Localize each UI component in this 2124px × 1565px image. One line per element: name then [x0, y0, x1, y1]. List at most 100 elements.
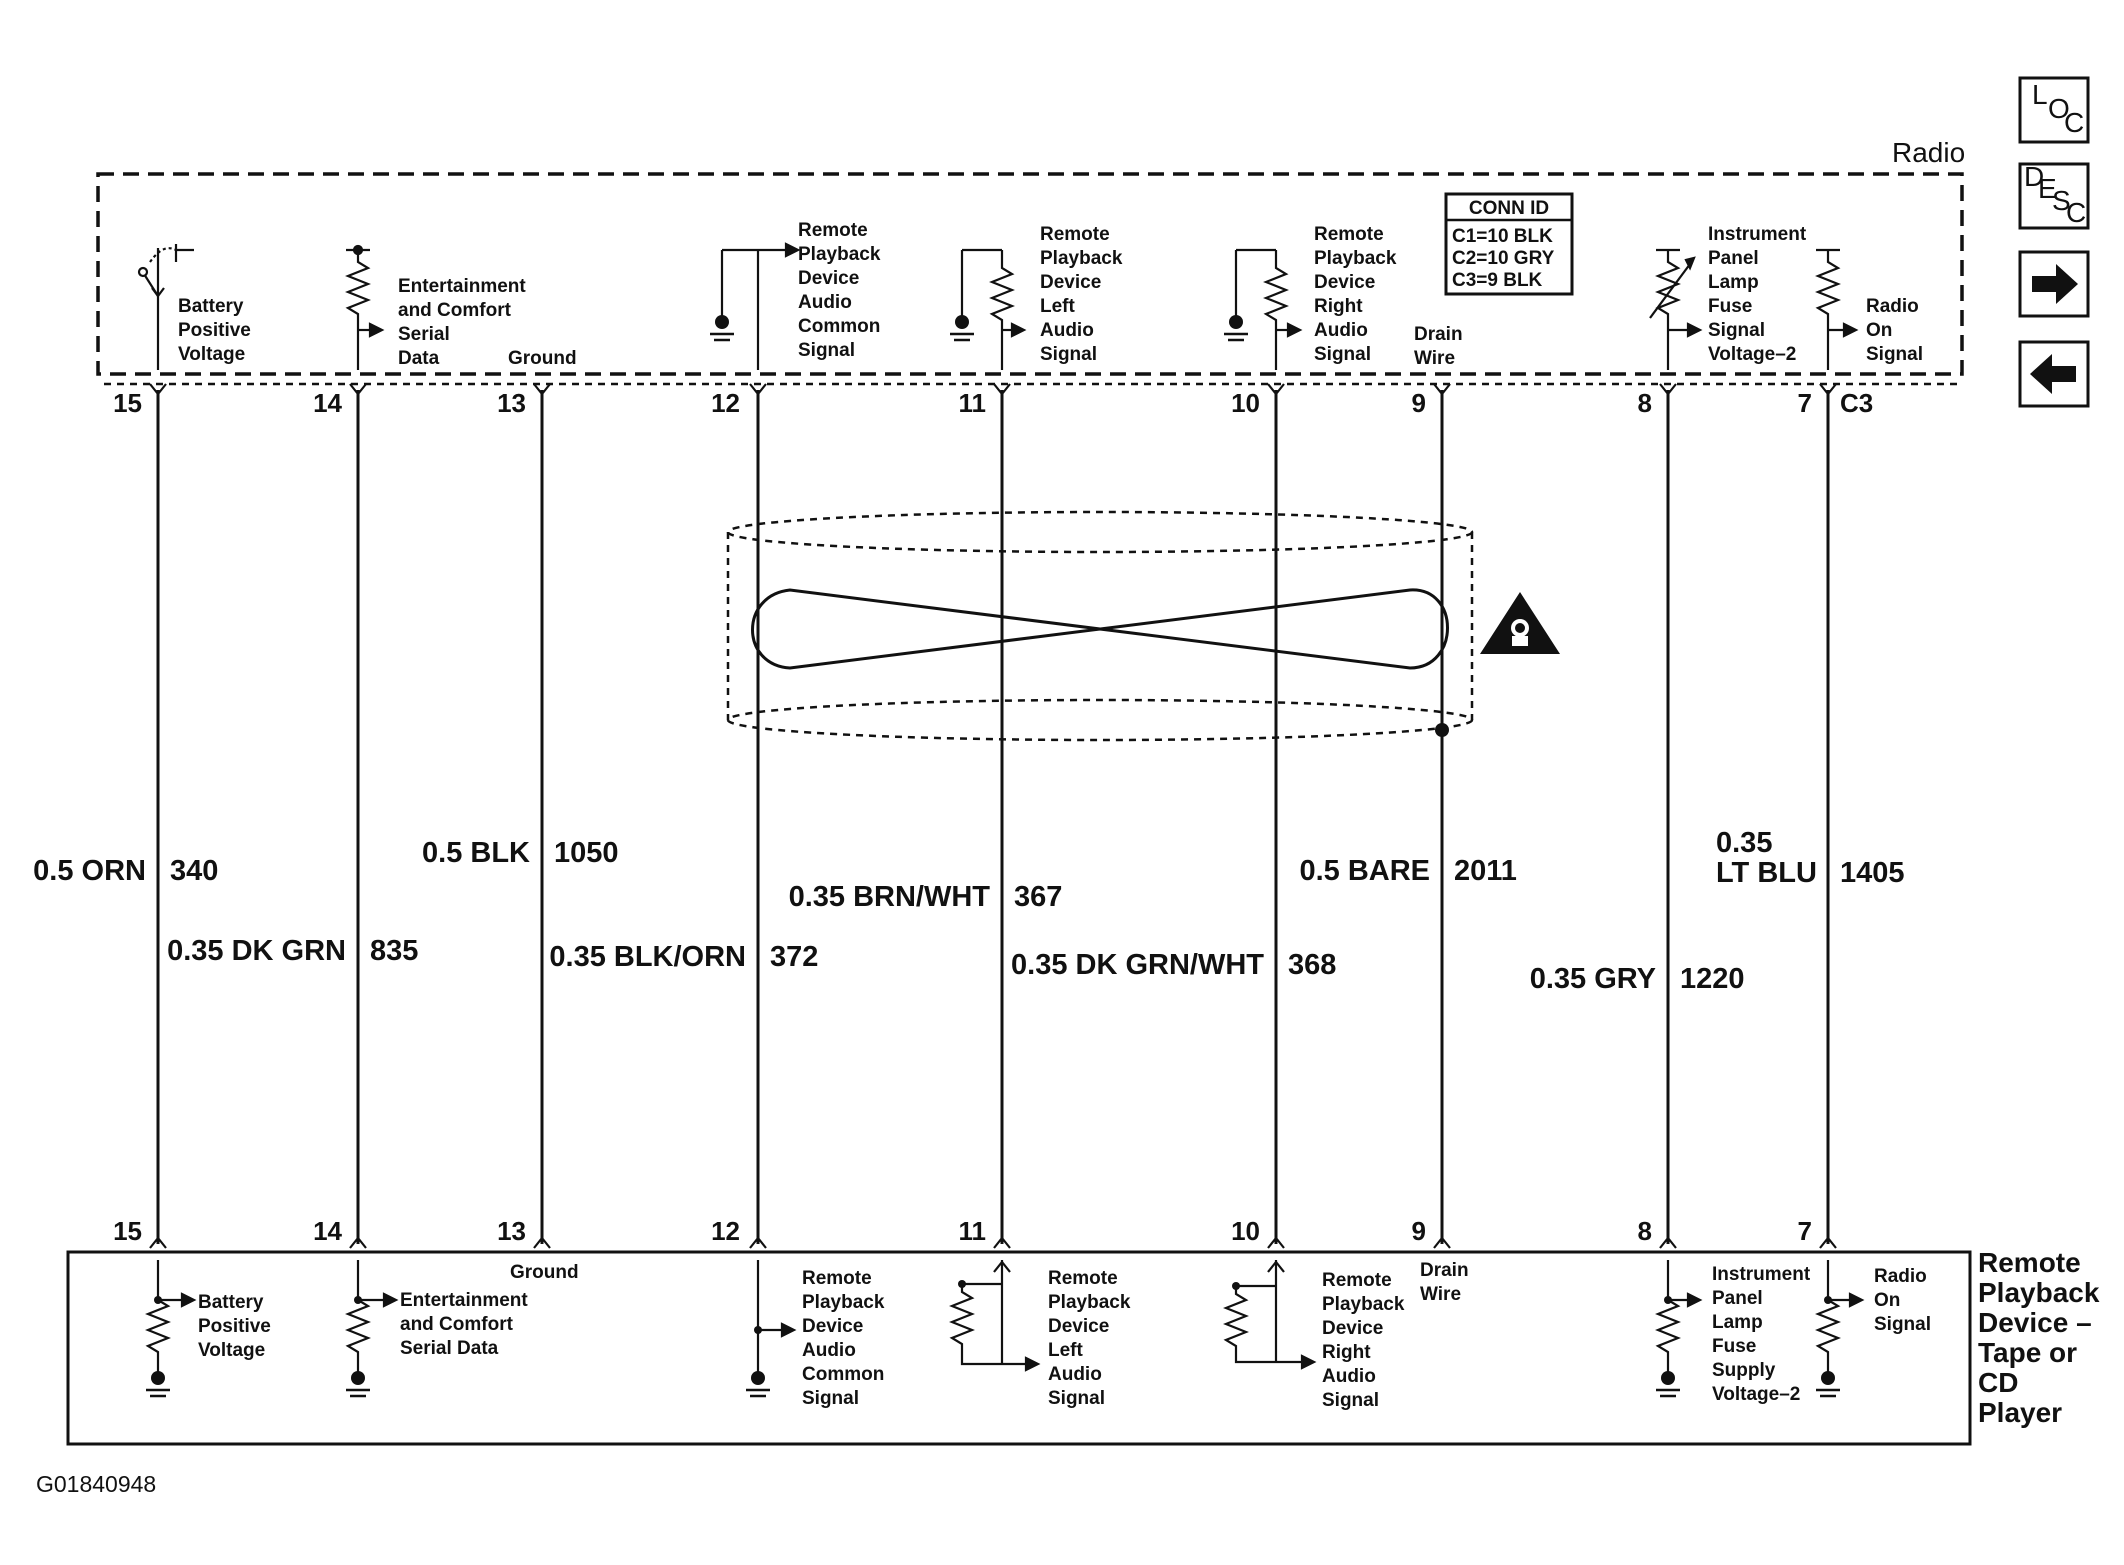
svg-text:Device: Device: [1314, 272, 1375, 293]
svg-text:Data: Data: [398, 348, 440, 369]
svg-text:Radio: Radio: [1866, 296, 1919, 317]
ground-icon: [746, 1371, 770, 1398]
wire-color: 0.5 BARE: [1299, 855, 1430, 887]
svg-text:Playback: Playback: [802, 1292, 885, 1313]
svg-text:13: 13: [497, 388, 526, 418]
svg-text:On: On: [1874, 1290, 1900, 1311]
wire-circuit: 367: [1014, 881, 1062, 913]
radio-label-right-audio: Remote Playback Device Right Audio Signa…: [1314, 224, 1397, 365]
shielded-twisted-pair: [726, 510, 1474, 742]
figure-id: G01840948: [36, 1471, 156, 1497]
player-label-drain: Drain Wire: [1420, 1260, 1469, 1305]
svg-text:Audio: Audio: [1040, 320, 1094, 341]
radio-label-radio-on: Radio On Signal: [1866, 296, 1923, 365]
svg-text:CONN ID: CONN ID: [1469, 198, 1549, 219]
wire-circuit: 368: [1288, 949, 1336, 981]
svg-text:8: 8: [1638, 1216, 1652, 1246]
svg-text:Voltage: Voltage: [178, 344, 245, 365]
ground-icon: [1816, 1371, 1840, 1398]
wire-circuit: 1050: [554, 837, 619, 869]
svg-text:and Comfort: and Comfort: [400, 1314, 514, 1335]
desc-button[interactable]: D E S C: [2018, 161, 2090, 230]
svg-text:Entertainment: Entertainment: [398, 276, 526, 297]
svg-text:On: On: [1866, 320, 1892, 341]
svg-text:13: 13: [497, 1216, 526, 1246]
wire-circuit: 1405: [1840, 857, 1905, 889]
svg-text:C3=9 BLK: C3=9 BLK: [1452, 270, 1543, 291]
arrow-right-icon: [2032, 264, 2078, 304]
svg-text:and Comfort: and Comfort: [398, 300, 512, 321]
wire-circuit: 2011: [1454, 855, 1517, 887]
svg-text:12: 12: [711, 388, 740, 418]
wires: [156, 390, 1830, 1244]
svg-text:Voltage: Voltage: [198, 1340, 265, 1361]
svg-text:Wire: Wire: [1414, 348, 1455, 369]
player-label-left-audio: Remote Playback Device Left Audio Signal: [1048, 1268, 1131, 1409]
wire-circuit: 340: [170, 855, 218, 887]
arrow-left-icon: [2030, 354, 2076, 394]
svg-text:Device: Device: [1040, 272, 1101, 293]
svg-text:11: 11: [959, 388, 987, 418]
svg-text:Signal: Signal: [1708, 320, 1765, 341]
bottom-pin-numbers: 15 14 13 12 11 10 9 8 7: [113, 1216, 1812, 1246]
loc-button[interactable]: L O C: [2018, 76, 2090, 144]
svg-text:Signal: Signal: [798, 340, 855, 361]
radio-label-left-audio: Remote Playback Device Left Audio Signal: [1040, 224, 1123, 365]
svg-text:Signal: Signal: [1322, 1390, 1379, 1411]
player-label-serial-data: Entertainment and Comfort Serial Data: [400, 1290, 528, 1359]
svg-text:Remote: Remote: [1978, 1247, 2081, 1278]
radio-ground-icons: [710, 315, 1248, 342]
svg-text:7: 7: [1798, 388, 1812, 418]
svg-text:C2=10 GRY: C2=10 GRY: [1452, 248, 1555, 269]
svg-text:Entertainment: Entertainment: [400, 1290, 528, 1311]
svg-text:Left: Left: [1048, 1340, 1084, 1361]
ground-icon: [146, 1371, 170, 1398]
svg-text:Audio: Audio: [1048, 1364, 1102, 1385]
prev-button[interactable]: [2018, 340, 2090, 408]
radio-box: [96, 172, 1964, 376]
next-button[interactable]: [2018, 250, 2090, 318]
player-label-audio-common: Remote Playback Device Audio Common Sign…: [802, 1268, 885, 1409]
svg-text:Signal: Signal: [1314, 344, 1371, 365]
svg-text:Lamp: Lamp: [1708, 272, 1759, 293]
svg-text:9: 9: [1412, 1216, 1426, 1246]
svg-text:Lamp: Lamp: [1712, 1312, 1763, 1333]
radio-symbols: [137, 242, 1859, 370]
wire-color: LT BLU: [1716, 857, 1817, 889]
svg-text:10: 10: [1231, 1216, 1260, 1246]
svg-text:Fuse: Fuse: [1712, 1336, 1756, 1357]
radio-label-drain: Drain Wire: [1414, 324, 1463, 369]
svg-text:Signal: Signal: [1874, 1314, 1931, 1335]
svg-text:Wire: Wire: [1420, 1284, 1461, 1305]
player-label-right-audio: Remote Playback Device Right Audio Signa…: [1322, 1270, 1405, 1411]
wire-circuit: 372: [770, 941, 818, 973]
player-label-lamp-fuse: Instrument Panel Lamp Fuse Supply Voltag…: [1712, 1264, 1811, 1405]
svg-text:Device: Device: [802, 1316, 863, 1337]
svg-text:Drain: Drain: [1414, 324, 1463, 345]
svg-text:Positive: Positive: [198, 1316, 271, 1337]
ground-icon: [346, 1371, 370, 1398]
player-title: Remote Playback Device – Tape or CD Play…: [1978, 1247, 2100, 1428]
svg-text:Signal: Signal: [1866, 344, 1923, 365]
svg-text:Remote: Remote: [798, 220, 868, 241]
svg-text:Playback: Playback: [1314, 248, 1397, 269]
svg-text:Signal: Signal: [1040, 344, 1097, 365]
ground-icon: [1656, 1371, 1680, 1398]
svg-text:Tape or: Tape or: [1978, 1337, 2077, 1368]
wire-color: 0.35 DK GRN/WHT: [1011, 949, 1264, 981]
svg-text:CD: CD: [1978, 1367, 2018, 1398]
svg-text:Playback: Playback: [1040, 248, 1123, 269]
svg-text:Left: Left: [1040, 296, 1076, 317]
radio-label-audio-common: Remote Playback Device Audio Common Sign…: [798, 220, 881, 361]
svg-text:12: 12: [711, 1216, 740, 1246]
svg-text:Audio: Audio: [1322, 1366, 1376, 1387]
svg-text:Serial Data: Serial Data: [400, 1338, 499, 1359]
player-symbols: [145, 1260, 1865, 1372]
svg-text:Battery: Battery: [198, 1292, 264, 1313]
top-pin-numbers: 15 14 13 12 11 10 9 8 7: [113, 388, 1812, 418]
svg-text:Panel: Panel: [1712, 1288, 1763, 1309]
radio-label-serial-data: Entertainment and Comfort Serial Data: [398, 276, 526, 369]
svg-text:Serial: Serial: [398, 324, 450, 345]
player-pin-labels: Battery Positive Voltage Entertainment a…: [198, 1260, 1931, 1411]
